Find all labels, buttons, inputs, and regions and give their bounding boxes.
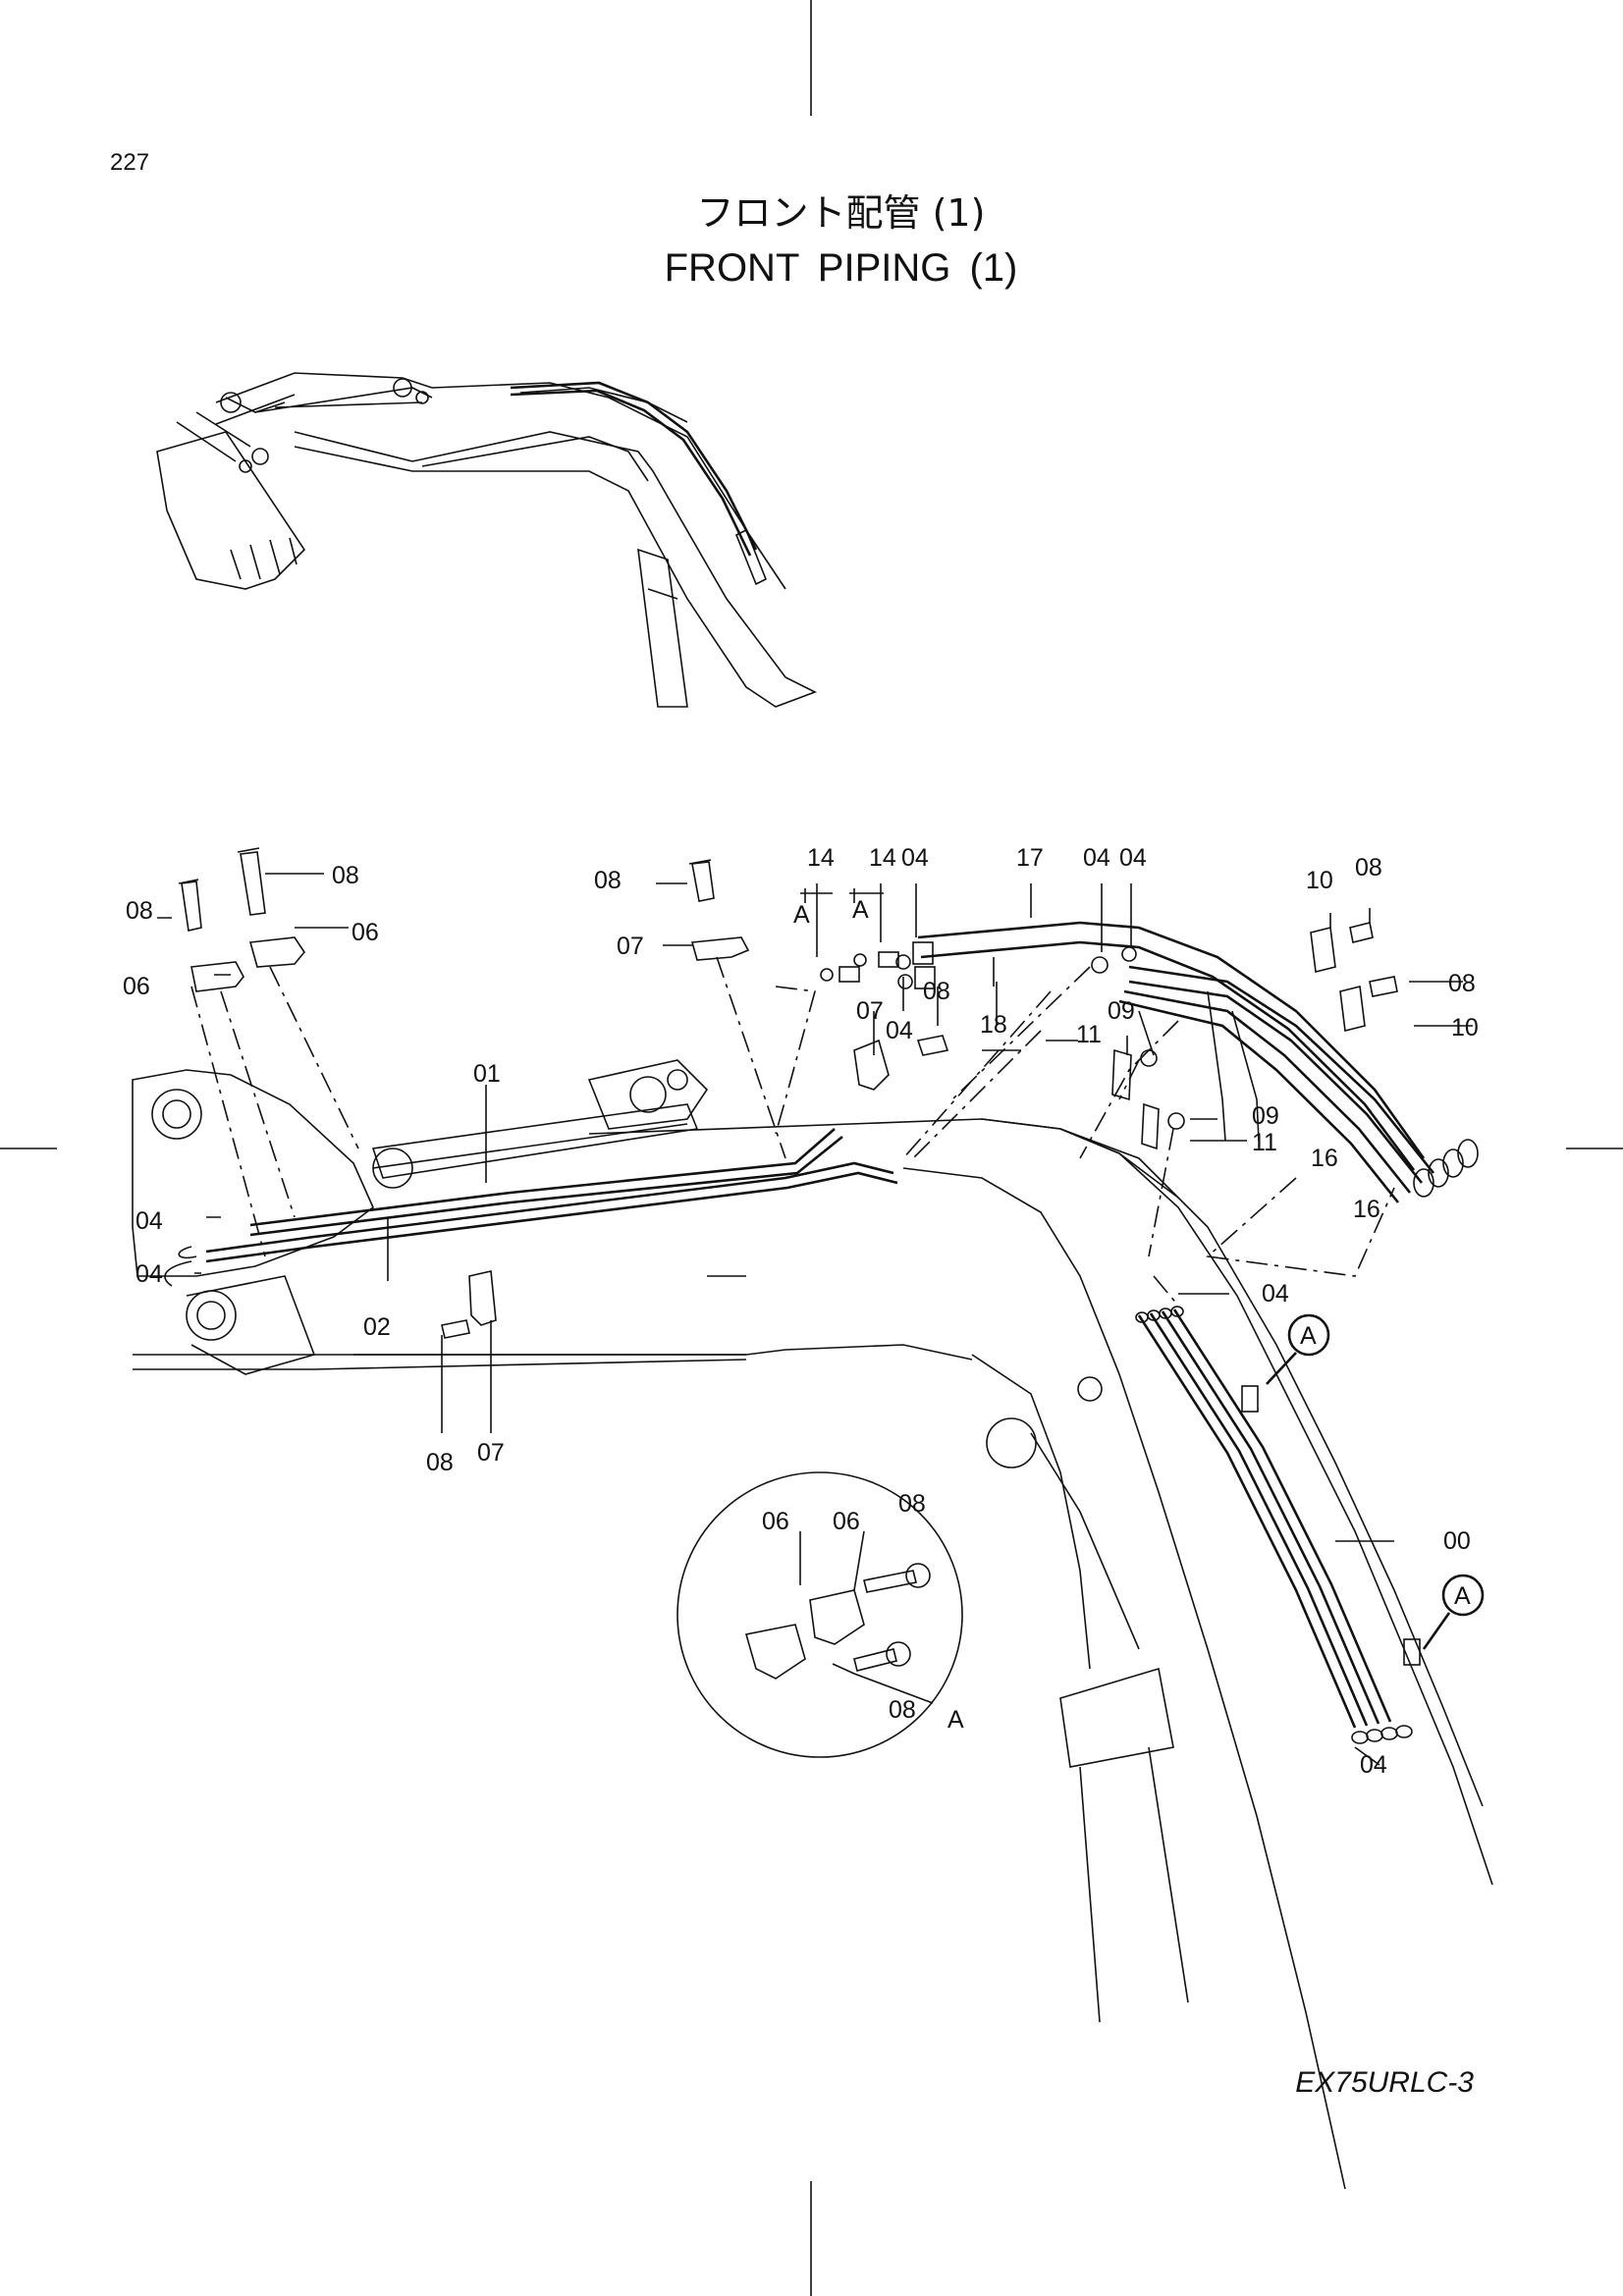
callout-06-d: 06: [833, 1508, 860, 1535]
callout-labels: 00 01 02 04 04 04 04 04 04 04 04 06 06 0…: [123, 844, 1479, 1779]
callout-04-a: 04: [135, 1207, 163, 1235]
callout-04-e: 04: [1083, 844, 1110, 872]
title-english: FRONT PIPING (1): [664, 246, 1018, 290]
callout-11-a: 11: [1076, 1021, 1102, 1048]
callout-09-b: 09: [1252, 1102, 1279, 1130]
callout-07-b: 07: [856, 997, 884, 1025]
callout-08-g: 08: [426, 1449, 454, 1476]
callout-06-b: 06: [352, 919, 379, 946]
callout-02: 02: [363, 1313, 391, 1341]
view-marker-a-5: A: [947, 1706, 964, 1734]
excavator-front-overview-icon: [156, 372, 817, 708]
callout-08-d: 08: [923, 978, 950, 1005]
callout-06-a: 06: [123, 973, 150, 1000]
callout-14-a: 14: [807, 844, 835, 872]
callout-16-b: 16: [1353, 1196, 1380, 1223]
callout-04-g: 04: [1262, 1280, 1289, 1308]
callout-07-a: 07: [617, 933, 644, 960]
callout-07-c: 07: [477, 1439, 505, 1467]
callout-04-c: 04: [901, 844, 929, 872]
title-japanese: フロント配管 (1): [696, 191, 986, 235]
callout-06-c: 06: [762, 1508, 789, 1535]
callout-08-f: 08: [1448, 970, 1476, 997]
callout-09-a: 09: [1108, 997, 1135, 1025]
callout-04-f: 04: [1119, 844, 1147, 872]
view-marker-a-2: A: [1454, 1582, 1471, 1610]
callout-01: 01: [473, 1060, 501, 1088]
callout-08-i: 08: [889, 1696, 916, 1724]
boom-piping-exploded-icon: [132, 847, 1493, 2190]
callout-08-h: 08: [898, 1490, 926, 1518]
callout-08-c: 08: [594, 867, 622, 894]
callout-08-a: 08: [126, 897, 153, 925]
callout-04-h: 04: [1360, 1751, 1387, 1779]
view-marker-a-4: A: [852, 896, 869, 924]
callout-00: 00: [1443, 1527, 1471, 1555]
callout-14-b: 14: [869, 844, 896, 872]
callout-04-d: 04: [886, 1017, 913, 1044]
callout-17: 17: [1016, 844, 1044, 872]
view-marker-a-3: A: [793, 901, 810, 929]
page-title: フロント配管 (1) FRONT PIPING (1): [0, 187, 1623, 296]
view-a-markers: A A A A A: [793, 896, 1485, 1734]
detail-view-a-icon: [676, 1471, 963, 1758]
callout-08-b: 08: [332, 862, 359, 889]
model-code: EX75URLC-3: [1295, 2066, 1474, 2099]
callout-16-a: 16: [1311, 1145, 1338, 1172]
page-number: 227: [110, 149, 150, 176]
callout-11-b: 11: [1252, 1129, 1277, 1156]
callout-18: 18: [980, 1011, 1007, 1039]
callout-10-b: 10: [1451, 1014, 1479, 1041]
callout-10-a: 10: [1306, 867, 1333, 894]
callout-08-e: 08: [1355, 854, 1382, 881]
callout-04-b: 04: [135, 1260, 163, 1288]
view-marker-a-1: A: [1300, 1322, 1317, 1350]
